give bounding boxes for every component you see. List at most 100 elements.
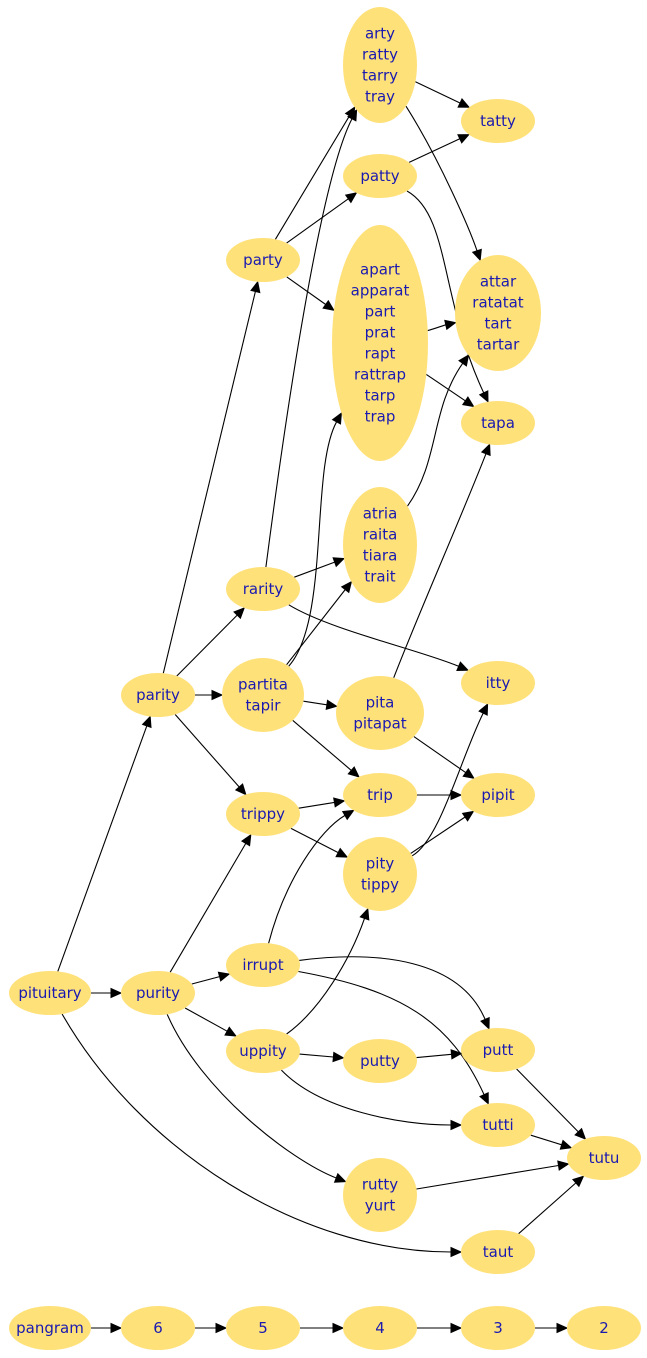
arrowhead-icon xyxy=(450,1049,463,1060)
arrowhead-icon xyxy=(480,443,491,457)
node-label: irrupt xyxy=(242,956,283,974)
edge-apart-to-tapa xyxy=(425,373,475,408)
arrowhead-icon xyxy=(450,1322,463,1334)
edge-uppity-to-pity xyxy=(286,907,370,1035)
node-ellipse xyxy=(336,676,424,750)
node-3: 3 xyxy=(461,1306,535,1350)
node-trippy: trippy xyxy=(226,792,300,836)
edge-taut-to-tutu xyxy=(518,1175,585,1235)
node-label: parity xyxy=(136,686,180,704)
edge-patty-to-tapa xyxy=(406,190,489,403)
node-ellipse xyxy=(455,255,541,371)
edge-line xyxy=(176,614,238,677)
edge-rutty-to-tutu xyxy=(416,1160,570,1190)
edge-line xyxy=(286,918,366,1035)
arrowhead-icon xyxy=(478,703,489,716)
arrowhead-icon xyxy=(458,354,470,367)
arrowhead-icon xyxy=(332,557,346,568)
edge-line xyxy=(393,453,487,678)
edge-line xyxy=(516,1068,579,1133)
node-layer: artyrattytarrytraytattypattypartyapartap… xyxy=(9,7,641,1350)
arrowhead-icon xyxy=(457,97,471,108)
edge-irrupt-to-trip xyxy=(268,809,355,944)
node-label: atria xyxy=(363,505,398,523)
arrowhead-icon xyxy=(347,766,360,778)
edge-putty-to-putt xyxy=(416,1049,463,1060)
arrowhead-icon xyxy=(332,1051,345,1063)
arrowhead-icon xyxy=(456,661,470,672)
arrowhead-icon xyxy=(234,783,247,796)
node-label: ratatat xyxy=(472,294,524,312)
edge-line xyxy=(413,736,467,774)
edge-line xyxy=(288,421,338,667)
arrowhead-icon xyxy=(572,1175,585,1188)
edge-pituitary-to-parity xyxy=(57,715,152,972)
node-label: tutti xyxy=(482,1116,513,1134)
edge-line xyxy=(57,725,148,972)
arrowhead-icon xyxy=(556,1322,569,1334)
node-label: itty xyxy=(486,674,511,692)
node-label: pangram xyxy=(16,1319,84,1337)
node-4: 4 xyxy=(343,1306,417,1350)
node-label: trip xyxy=(367,786,393,804)
arrowhead-icon xyxy=(457,134,471,144)
node-ellipse xyxy=(343,1306,417,1350)
node-parity: parity xyxy=(121,673,195,717)
arrowhead-icon xyxy=(215,1322,228,1334)
node-label: part xyxy=(365,303,396,321)
edge-line xyxy=(265,118,353,568)
arrowhead-icon xyxy=(444,319,457,331)
edge-party-to-patty xyxy=(286,192,358,244)
node-tutu: tutu xyxy=(567,1136,641,1180)
node-label: trait xyxy=(364,568,395,586)
edge-pituitary-to-purity xyxy=(91,987,123,999)
node-ellipse xyxy=(567,1306,641,1350)
edge-tutti-to-tutu xyxy=(530,1134,573,1150)
node-5: 5 xyxy=(226,1306,300,1350)
arrowhead-icon xyxy=(450,1119,463,1131)
arrowhead-icon xyxy=(559,1139,573,1150)
arrowhead-icon xyxy=(462,767,475,779)
edge-partita-to-atria xyxy=(286,580,353,666)
edge-line xyxy=(174,714,240,788)
node-label: tartar xyxy=(477,336,520,354)
node-ellipse xyxy=(343,773,417,817)
node-ellipse xyxy=(226,238,300,282)
edge-line xyxy=(407,362,464,507)
edge-line xyxy=(290,827,339,854)
node-label: 3 xyxy=(493,1319,503,1337)
edge-apart-to-attar xyxy=(427,319,457,332)
edge-partita-to-pita xyxy=(303,699,338,710)
edge-patty-to-tatty xyxy=(408,134,471,163)
arrowhead-icon xyxy=(141,715,152,729)
edge-line xyxy=(415,81,461,104)
arrowhead-icon xyxy=(335,847,349,858)
edge-line xyxy=(410,816,466,854)
edge-purity-to-irrupt xyxy=(191,971,231,985)
edge-layer xyxy=(57,81,587,1334)
edge-irrupt-to-putt xyxy=(299,956,490,1030)
node-purity: purity xyxy=(121,971,195,1015)
node-label: partita xyxy=(238,676,288,694)
edge-line xyxy=(292,719,352,771)
arrowhead-icon xyxy=(333,797,346,808)
edge-uppity-to-tutti xyxy=(281,1069,463,1131)
arrowhead-icon xyxy=(325,699,338,710)
edge-line xyxy=(294,561,335,578)
edge-line xyxy=(408,138,461,163)
arrowhead-icon xyxy=(233,607,246,620)
node-party: party xyxy=(226,238,300,282)
node-label: party xyxy=(243,251,283,269)
node-label: pity xyxy=(366,855,395,873)
edge-line xyxy=(169,843,247,973)
arrowhead-icon xyxy=(344,192,358,204)
arrowhead-icon xyxy=(110,1322,123,1334)
edge-line xyxy=(299,1053,334,1058)
node-label: 2 xyxy=(599,1319,609,1337)
node-label: prat xyxy=(365,324,396,342)
node-label: 5 xyxy=(258,1319,268,1337)
node-6: 6 xyxy=(121,1306,195,1350)
node-label: trippy xyxy=(241,805,285,823)
